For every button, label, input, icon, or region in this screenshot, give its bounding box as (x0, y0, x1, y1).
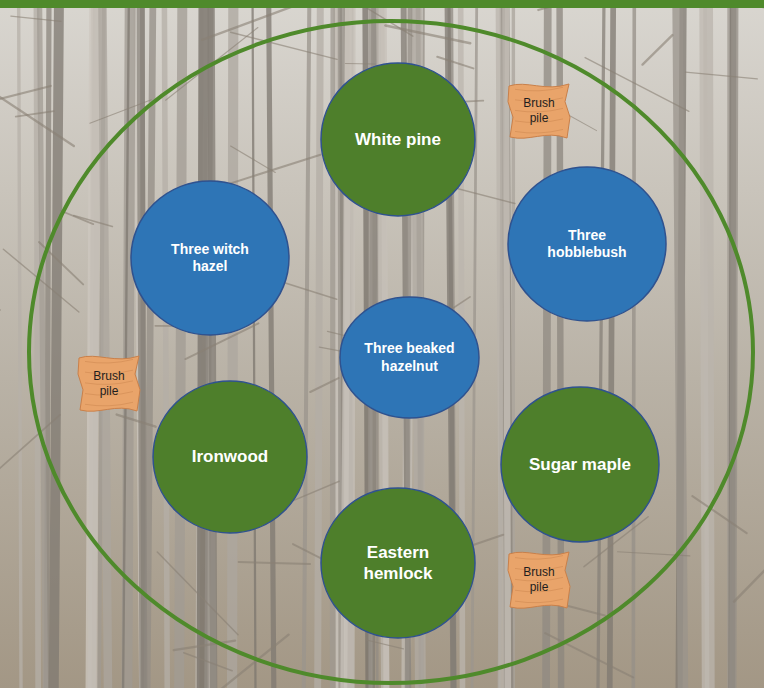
branch (692, 496, 746, 533)
shrub-circle: Three beaked hazelnut (339, 296, 480, 419)
tree-trunk (269, 0, 274, 688)
tree-trunk (102, 0, 108, 688)
branch (74, 216, 113, 227)
branch (184, 653, 232, 671)
tree-circle: Eastern hemlock (320, 487, 476, 639)
branch (239, 562, 310, 564)
branch (437, 57, 473, 69)
node-label: Sugar maple (529, 454, 631, 475)
tree-trunk (164, 0, 167, 688)
branch (685, 72, 757, 79)
tree-trunk (499, 0, 503, 688)
tree-trunk (733, 0, 735, 688)
branch (0, 283, 1, 310)
brush-pile: Brush pile (77, 352, 141, 415)
node-label: Brush pile (513, 565, 565, 595)
tree-trunk (123, 0, 129, 688)
plot-outline (29, 21, 753, 683)
tree-circle: Sugar maple (500, 386, 660, 543)
branch (225, 155, 320, 185)
branch (643, 35, 673, 65)
branch (157, 552, 238, 635)
shrub-circle: Three witch hazel (130, 180, 290, 336)
branch (117, 415, 156, 427)
tree-trunk (598, 0, 604, 688)
tree-trunk (232, 0, 233, 688)
top-bar (0, 0, 764, 8)
branch (61, 211, 93, 224)
node-label: Brush pile (83, 369, 135, 399)
branch (345, 63, 375, 65)
tree-trunk (504, 0, 508, 688)
brush-pile: Brush pile (507, 548, 571, 612)
tree-trunk (304, 0, 310, 688)
tree-trunk (506, 0, 508, 688)
tree-trunk (92, 0, 98, 688)
branch (0, 86, 51, 107)
brush-pile: Brush pile (507, 80, 571, 142)
node-label: Brush pile (513, 96, 565, 126)
tree-trunk (202, 0, 204, 688)
node-label: White pine (355, 129, 441, 150)
node-label: Three witch hazel (152, 241, 268, 276)
branch (0, 415, 60, 485)
tree-trunk (54, 0, 59, 688)
tree-trunk (179, 0, 182, 688)
node-label: Ironwood (192, 446, 268, 467)
tree-trunk (253, 0, 256, 688)
tree-trunk (610, 0, 613, 688)
node-label: Eastern hemlock (340, 542, 456, 585)
branch (366, 640, 403, 649)
branch (545, 633, 633, 677)
branch (734, 569, 764, 601)
node-label: Three beaked hazelnut (361, 340, 458, 375)
tree-trunk (318, 0, 321, 688)
tree-trunk (19, 0, 21, 688)
circle-shape (320, 487, 476, 639)
tree-trunk (678, 0, 683, 688)
shrub-circle: Three hobblebush (507, 166, 667, 322)
branch (0, 90, 74, 146)
branch (11, 16, 61, 21)
branch (310, 378, 338, 392)
branch (3, 249, 78, 312)
tree-circle: White pine (320, 62, 476, 217)
tree-circle: Ironwood (152, 380, 308, 534)
tree-trunk (703, 0, 705, 688)
node-label: Three hobblebush (529, 227, 645, 262)
tree-trunk (211, 0, 214, 688)
tree-trunk (40, 0, 46, 688)
branch (231, 146, 276, 172)
